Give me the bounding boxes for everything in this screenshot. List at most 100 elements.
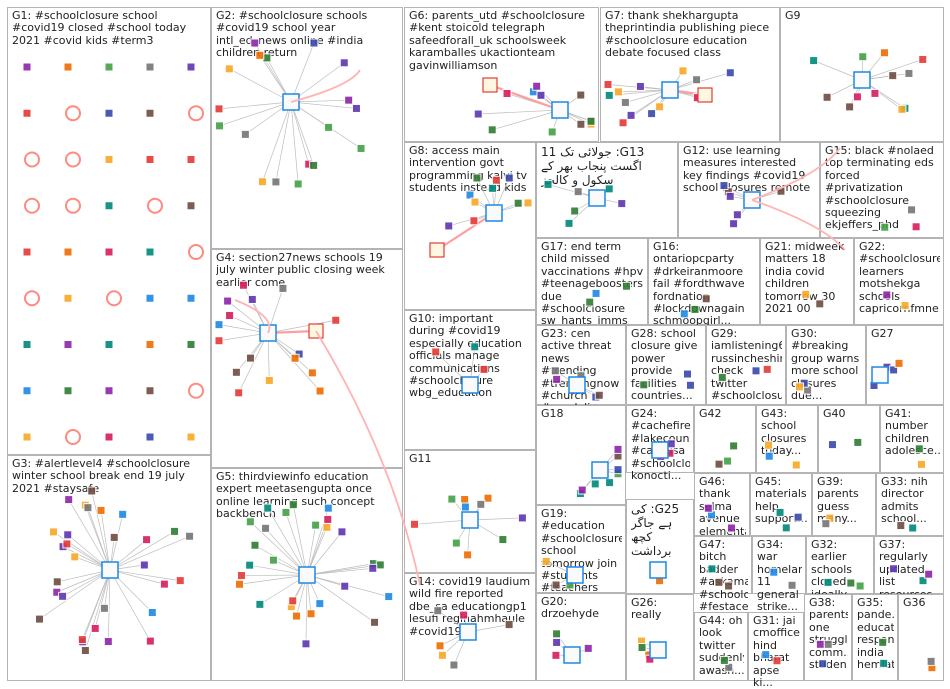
graph-node	[823, 93, 831, 101]
graph-node	[461, 496, 469, 504]
graph-node	[146, 294, 154, 302]
graph-node	[461, 503, 469, 511]
graph-node	[241, 130, 249, 138]
graph-node	[307, 610, 315, 618]
hub-node	[462, 512, 478, 528]
graph-node	[176, 577, 184, 585]
graph-node	[308, 369, 316, 377]
graph-node	[237, 572, 245, 580]
graph-edge	[92, 491, 110, 570]
graph-node	[802, 290, 810, 298]
graph-node	[908, 206, 916, 214]
hub-node	[872, 367, 888, 383]
graph-node	[432, 348, 440, 356]
hub-node	[854, 72, 870, 88]
graph-node	[146, 248, 154, 256]
hub-node	[592, 462, 608, 478]
graph-node	[224, 297, 232, 305]
graph-node	[23, 248, 31, 256]
graph-node	[728, 524, 736, 532]
graph-node	[376, 561, 384, 569]
graph-node	[477, 500, 485, 508]
graph-node	[160, 580, 168, 588]
graph-node	[702, 295, 710, 303]
graph-node	[782, 524, 790, 532]
graph-node	[765, 441, 773, 449]
graph-node	[64, 294, 72, 302]
graph-node	[524, 199, 532, 207]
graph-node	[765, 452, 773, 460]
graph-edge-strong	[490, 85, 560, 110]
graph-node	[341, 582, 349, 590]
graph-node	[880, 49, 888, 57]
graph-node	[434, 607, 442, 615]
graph-node	[279, 284, 287, 292]
graph-node	[679, 67, 687, 75]
graph-node	[146, 387, 154, 395]
graph-node	[577, 120, 585, 128]
graph-node	[289, 597, 297, 605]
graph-node	[474, 110, 482, 118]
graph-node	[63, 540, 71, 548]
hub-node	[430, 243, 444, 257]
graph-node	[492, 176, 500, 184]
graph-node	[64, 248, 72, 256]
graph-node	[640, 381, 648, 389]
graph-node	[595, 391, 603, 399]
graph-node	[704, 504, 712, 512]
graph-node	[792, 461, 800, 469]
graph-node	[636, 82, 644, 90]
graph-node	[23, 387, 31, 395]
graph-node	[503, 90, 511, 98]
graph-node	[622, 282, 630, 290]
graph-node	[730, 442, 738, 450]
graph-node	[912, 223, 920, 231]
graph-edge	[262, 102, 291, 182]
graph-node	[917, 460, 925, 468]
graph-node	[64, 341, 72, 349]
graph-node	[371, 618, 379, 626]
graph-node	[338, 528, 346, 536]
hub-node	[569, 377, 585, 393]
graph-node	[606, 479, 614, 487]
graph-node	[256, 51, 264, 59]
hub-node	[652, 442, 668, 458]
self-loop	[66, 153, 80, 167]
graph-node	[505, 174, 513, 182]
graph-node	[587, 117, 595, 125]
graph-node	[71, 553, 79, 561]
graph-node	[819, 660, 827, 668]
graph-node	[470, 217, 478, 225]
graph-node	[262, 524, 270, 532]
graph-node	[251, 541, 259, 549]
graph-node	[770, 568, 778, 576]
graph-node	[215, 337, 223, 345]
graph-node	[788, 581, 796, 589]
graph-node	[726, 69, 734, 77]
graph-node	[571, 207, 579, 215]
graph-node	[49, 528, 57, 536]
graph-node	[846, 103, 854, 111]
graph-node	[146, 341, 154, 349]
graph-node	[897, 522, 905, 530]
graph-node	[357, 144, 365, 152]
hub-node	[698, 88, 712, 102]
graph-node	[105, 202, 113, 210]
graph-node	[88, 487, 96, 495]
self-loop	[189, 106, 203, 120]
graph-node	[871, 89, 879, 97]
graph-node	[824, 578, 832, 586]
graph-edge	[101, 510, 110, 570]
graph-node	[215, 105, 223, 113]
graph-node	[553, 375, 561, 383]
graph-node	[264, 504, 272, 512]
graph-node	[879, 638, 887, 646]
graph-node	[553, 638, 561, 646]
graph-node	[604, 80, 612, 88]
graph-node	[105, 248, 113, 256]
graph-node	[187, 341, 195, 349]
graph-node	[533, 82, 541, 90]
graph-node	[119, 510, 127, 518]
graph-node	[146, 156, 154, 164]
graph-node	[471, 198, 479, 206]
